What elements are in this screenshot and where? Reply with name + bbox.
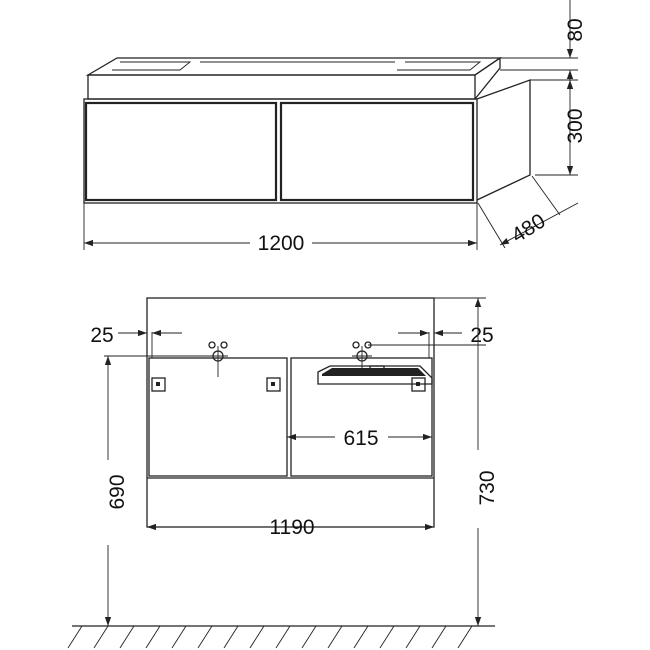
- dim-730: 730: [434, 297, 499, 626]
- floor-hatch-line: [327, 625, 343, 649]
- dim-480-label: 480: [508, 209, 550, 247]
- cabinet-front-view: [146, 297, 435, 528]
- dim-1200-label: 1200: [258, 232, 305, 255]
- worktop-outline: [85, 57, 503, 76]
- basin-recess-left: [112, 61, 192, 71]
- floor-hatch-line: [431, 625, 447, 649]
- floor-hatch-line: [93, 625, 109, 649]
- floor-line: [67, 625, 495, 649]
- dim-615: 615: [286, 390, 432, 450]
- front-drawer-right: [290, 357, 433, 477]
- floor-hatch-line: [457, 625, 473, 649]
- floor-hatch-line: [197, 625, 213, 649]
- dim-80: 80: [500, 0, 587, 90]
- worktop-side: [474, 56, 501, 100]
- left-drawer-front: [84, 101, 278, 202]
- floor-hatch-line: [171, 625, 187, 649]
- floor-hatch-line: [67, 625, 83, 649]
- right-drawer-front: [279, 101, 475, 202]
- floor-hatch-line: [119, 625, 135, 649]
- floor-hatch-line: [145, 625, 161, 649]
- floor-hatch-line: [353, 625, 369, 649]
- dim-1190: 1190: [147, 516, 434, 539]
- dim-25-right-label: 25: [470, 324, 493, 347]
- dim-300-label: 300: [564, 108, 587, 143]
- mounting-bracket-2: [266, 377, 281, 392]
- floor-hatch-line: [275, 625, 291, 649]
- basin-recess-right: [397, 61, 482, 71]
- dim-25-left-label: 25: [90, 324, 113, 347]
- cabinet-perspective-view: [83, 56, 531, 204]
- dim-1190-label: 1190: [269, 516, 314, 539]
- floor-hatch-line: [301, 625, 317, 649]
- worktop-front-band: [87, 74, 476, 100]
- cabinet-side-panel: [476, 79, 531, 201]
- dim-690-label: 690: [106, 474, 129, 509]
- floor-hatch-line: [379, 625, 395, 649]
- right-water-connection-icon: [352, 341, 372, 368]
- left-water-connection-icon: [208, 341, 228, 377]
- dim-615-label: 615: [343, 427, 378, 450]
- dim-690: 690: [104, 356, 129, 626]
- cabinet-body-outline: [83, 98, 478, 204]
- siphon-drain-icon: [317, 365, 433, 385]
- floor-hatch-line: [249, 625, 265, 649]
- floor-hatch-line: [405, 625, 421, 649]
- dim-1200: 1200: [83, 203, 478, 255]
- dim-80-label: 80: [564, 18, 587, 41]
- dim-730-label: 730: [476, 470, 499, 505]
- dim-25-right: 25: [398, 324, 494, 347]
- dim-480: 480: [477, 175, 579, 249]
- front-outer-outline: [146, 297, 435, 528]
- dim-25-left: 25: [90, 324, 182, 347]
- dim-300: 300: [530, 79, 587, 176]
- mounting-bracket-1: [151, 377, 166, 392]
- floor-hatch-line: [223, 625, 239, 649]
